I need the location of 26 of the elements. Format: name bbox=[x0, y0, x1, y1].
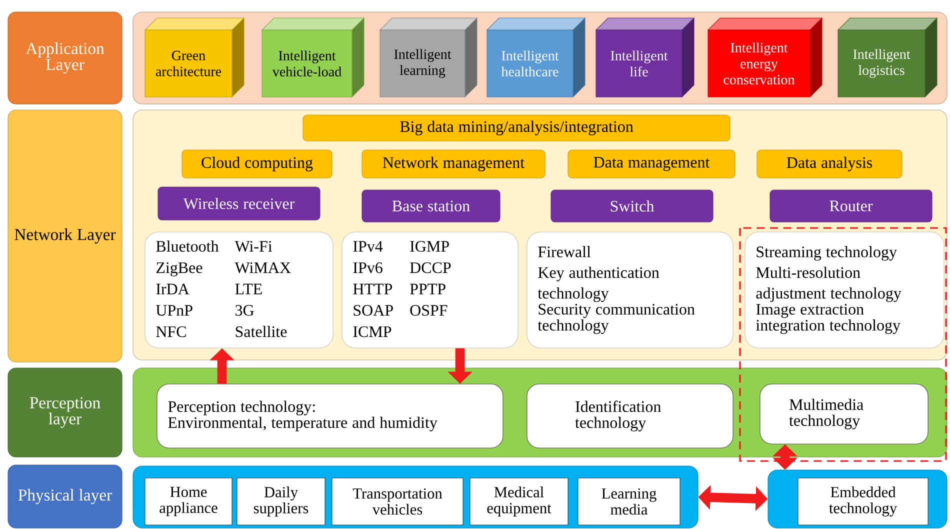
layer-label: Application Layer bbox=[8, 12, 122, 104]
layer-label: Network Layer bbox=[8, 110, 122, 362]
device-box: Router bbox=[770, 190, 932, 222]
function-box: Data management bbox=[568, 150, 736, 178]
technology-box: Identification technology bbox=[526, 384, 734, 448]
function-box: Data analysis bbox=[756, 150, 902, 178]
protocol-list-box: IPv4 IGMP IPv6 DCCP HTTP PPTP SOAP OSPF ICMP bbox=[342, 232, 518, 348]
technology-box: Multimedia technology bbox=[760, 384, 928, 444]
device-box: Switch bbox=[550, 190, 714, 222]
device-box: Learning media bbox=[578, 478, 680, 526]
device-box: Medical equipment bbox=[470, 478, 568, 526]
function-box: Cloud computing bbox=[182, 150, 332, 178]
technology-box: Perception technology: Environmental, temperature and humidity bbox=[156, 384, 504, 448]
function-box: Network management bbox=[362, 150, 546, 178]
layer-label: Physical layer bbox=[8, 464, 122, 528]
device-box: Daily suppliers bbox=[236, 478, 326, 526]
device-box: Home appliance bbox=[144, 478, 232, 526]
technology-list-box: Streaming technology Multi-resolution adjustment technology Image extraction integration technology bbox=[744, 232, 944, 348]
device-box: Wireless receiver bbox=[158, 186, 320, 220]
device-box: Embedded technology bbox=[798, 478, 928, 526]
device-box: Transportation vehicles bbox=[332, 478, 464, 526]
layer-label: Perception layer bbox=[8, 368, 122, 458]
device-box: Base station bbox=[362, 190, 500, 222]
technology-list-box: Firewall Key authentication technology Security communication technology bbox=[526, 232, 734, 348]
protocol-list-box: Bluetooth Wi-Fi ZigBee WiMAX IrDA LTE UPnP 3G NFC Satellite bbox=[144, 232, 334, 348]
function-box: Big data mining/analysis/integration bbox=[302, 114, 730, 142]
